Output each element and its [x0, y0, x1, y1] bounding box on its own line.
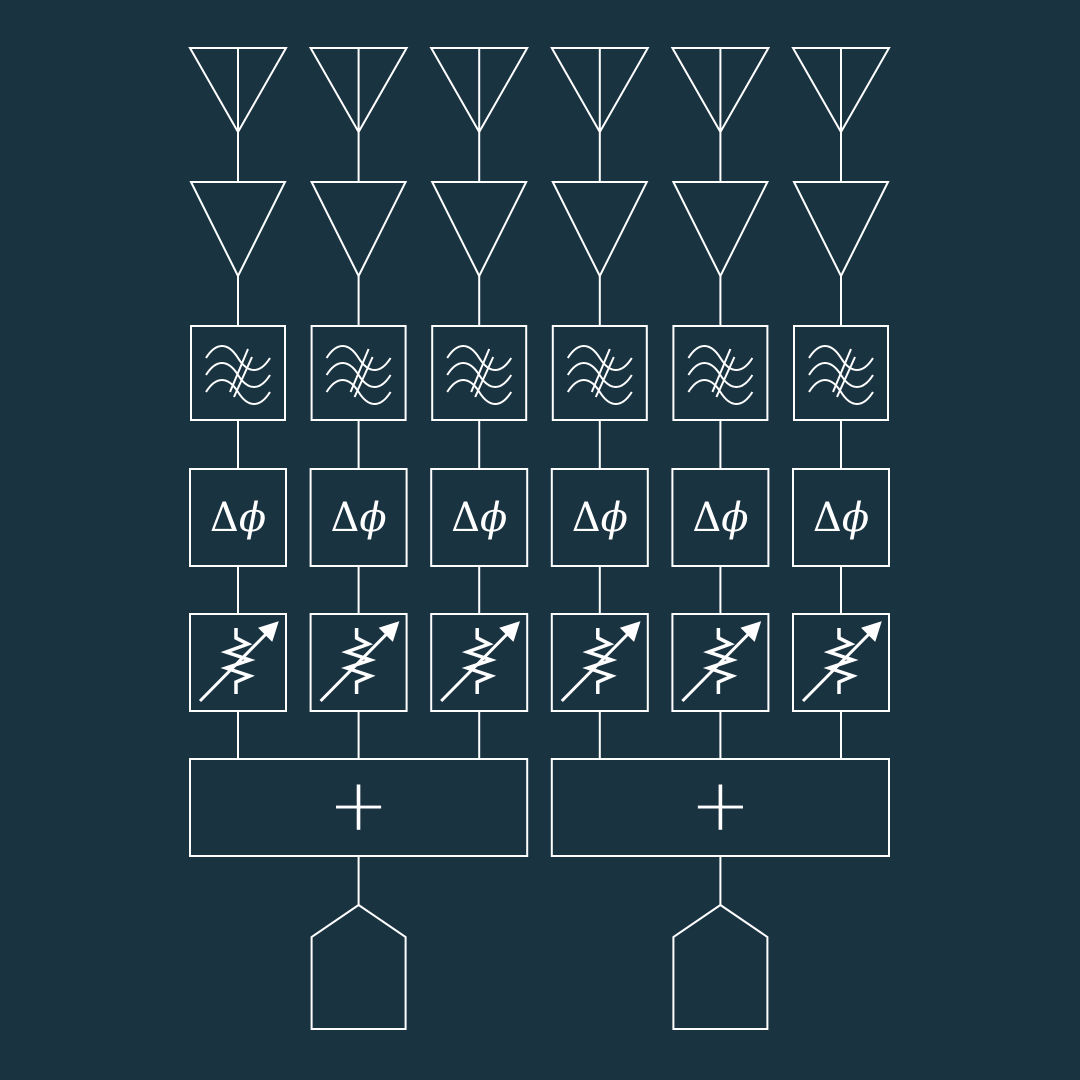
amplifier-icon — [430, 181, 528, 279]
adjust-arrow-head — [740, 621, 762, 642]
summer-label: + — [328, 763, 388, 847]
resistor-zigzag — [220, 628, 256, 694]
filter-wave — [566, 345, 633, 371]
resistor-zigzag — [461, 628, 497, 694]
adjust-arrow-shaft — [681, 630, 752, 703]
filter-slash — [590, 348, 611, 393]
adjust-arrow-shaft — [440, 630, 511, 703]
amplifier-icon — [189, 181, 287, 279]
filter-slash — [349, 348, 370, 393]
delta-symbol: Δ — [451, 495, 480, 541]
amplifier-icon — [309, 181, 408, 279]
phase-shifter-label: Δϕ — [451, 495, 507, 541]
bandpass-filter-icon — [325, 345, 392, 405]
filter-wave — [325, 345, 392, 371]
delta-symbol: Δ — [331, 495, 360, 541]
filter-slash — [229, 348, 249, 393]
phase-shifter-label: Δϕ — [692, 495, 748, 541]
filter-wave — [566, 379, 633, 405]
antenna-icon — [550, 47, 650, 135]
filter-wave — [205, 345, 271, 371]
phase-shifter-label: Δϕ — [572, 495, 628, 541]
amplifier-icon — [671, 181, 770, 279]
resistor-zigzag — [823, 628, 859, 694]
phase-shifter-label: Δϕ — [331, 495, 387, 541]
channel-3: Δϕ — [429, 47, 529, 759]
summer-label: + — [690, 763, 750, 847]
channel-5: Δϕ — [670, 47, 771, 759]
antenna-icon — [791, 47, 891, 135]
adjust-arrow-head — [378, 621, 400, 642]
filter-wave — [687, 379, 754, 405]
resistor-zigzag — [702, 628, 738, 694]
output-port-icon — [310, 903, 407, 1030]
antenna-icon — [429, 47, 529, 135]
adjust-arrow-shaft — [319, 630, 390, 703]
antenna-icon — [308, 47, 409, 135]
bandpass-filter-icon — [566, 345, 633, 405]
adjust-arrow-shaft — [560, 630, 631, 703]
filter-slash — [233, 356, 253, 398]
filter-wave — [446, 379, 513, 405]
filter-slash — [353, 356, 374, 398]
filter-wave — [808, 379, 874, 405]
variable-attenuator-icon — [319, 621, 400, 703]
output-port-icon — [672, 903, 769, 1030]
phi-symbol: ϕ — [721, 495, 748, 541]
filter-slash — [594, 356, 615, 398]
channel-1: Δϕ — [188, 47, 288, 759]
adjust-arrow-head — [258, 621, 279, 642]
variable-attenuator-icon — [440, 621, 520, 703]
filter-wave — [205, 379, 271, 405]
filter-wave — [687, 345, 754, 371]
filter-wave — [446, 345, 513, 371]
filter-slash — [470, 348, 491, 393]
variable-attenuator-icon — [681, 621, 762, 703]
adjust-arrow-shaft — [198, 630, 270, 703]
filter-slash — [832, 348, 852, 393]
bandpass-filter-icon — [205, 345, 271, 405]
channel-4: Δϕ — [550, 47, 650, 759]
bandpass-filter-icon — [687, 345, 754, 405]
resistor-zigzag — [582, 628, 618, 694]
group-2: + — [550, 758, 890, 1030]
bandpass-filter-icon — [808, 345, 874, 405]
phi-symbol: ϕ — [480, 495, 507, 541]
delta-symbol: Δ — [692, 495, 721, 541]
phi-symbol: ϕ — [359, 495, 386, 541]
adjust-arrow-head — [499, 621, 520, 642]
amplifier-icon — [792, 181, 890, 279]
filter-slash — [836, 356, 856, 398]
phi-symbol: ϕ — [239, 495, 266, 541]
antenna-icon — [188, 47, 288, 135]
phi-symbol: ϕ — [601, 495, 628, 541]
adjust-arrow-shaft — [801, 630, 873, 703]
filter-slash — [711, 348, 732, 393]
antenna-icon — [670, 47, 771, 135]
filter-slash — [474, 356, 495, 398]
variable-attenuator-icon — [198, 621, 279, 703]
phase-shifter-label: Δϕ — [813, 495, 869, 541]
variable-attenuator-icon — [560, 621, 641, 703]
delta-symbol: Δ — [813, 495, 842, 541]
channel-6: Δϕ — [791, 47, 891, 759]
adjust-arrow-head — [619, 621, 641, 642]
bandpass-filter-icon — [446, 345, 513, 405]
phase-shifter-label: Δϕ — [210, 495, 266, 541]
filter-slash — [715, 356, 736, 398]
resistor-zigzag — [341, 628, 377, 694]
delta-symbol: Δ — [210, 495, 239, 541]
filter-wave — [808, 345, 874, 371]
filter-wave — [325, 379, 392, 405]
group-1: + — [189, 758, 529, 1030]
adjust-arrow-head — [861, 621, 882, 642]
delta-symbol: Δ — [572, 495, 601, 541]
variable-attenuator-icon — [801, 621, 882, 703]
amplifier-icon — [551, 181, 649, 279]
phi-symbol: ϕ — [842, 495, 869, 541]
channel-2: Δϕ — [308, 47, 409, 759]
